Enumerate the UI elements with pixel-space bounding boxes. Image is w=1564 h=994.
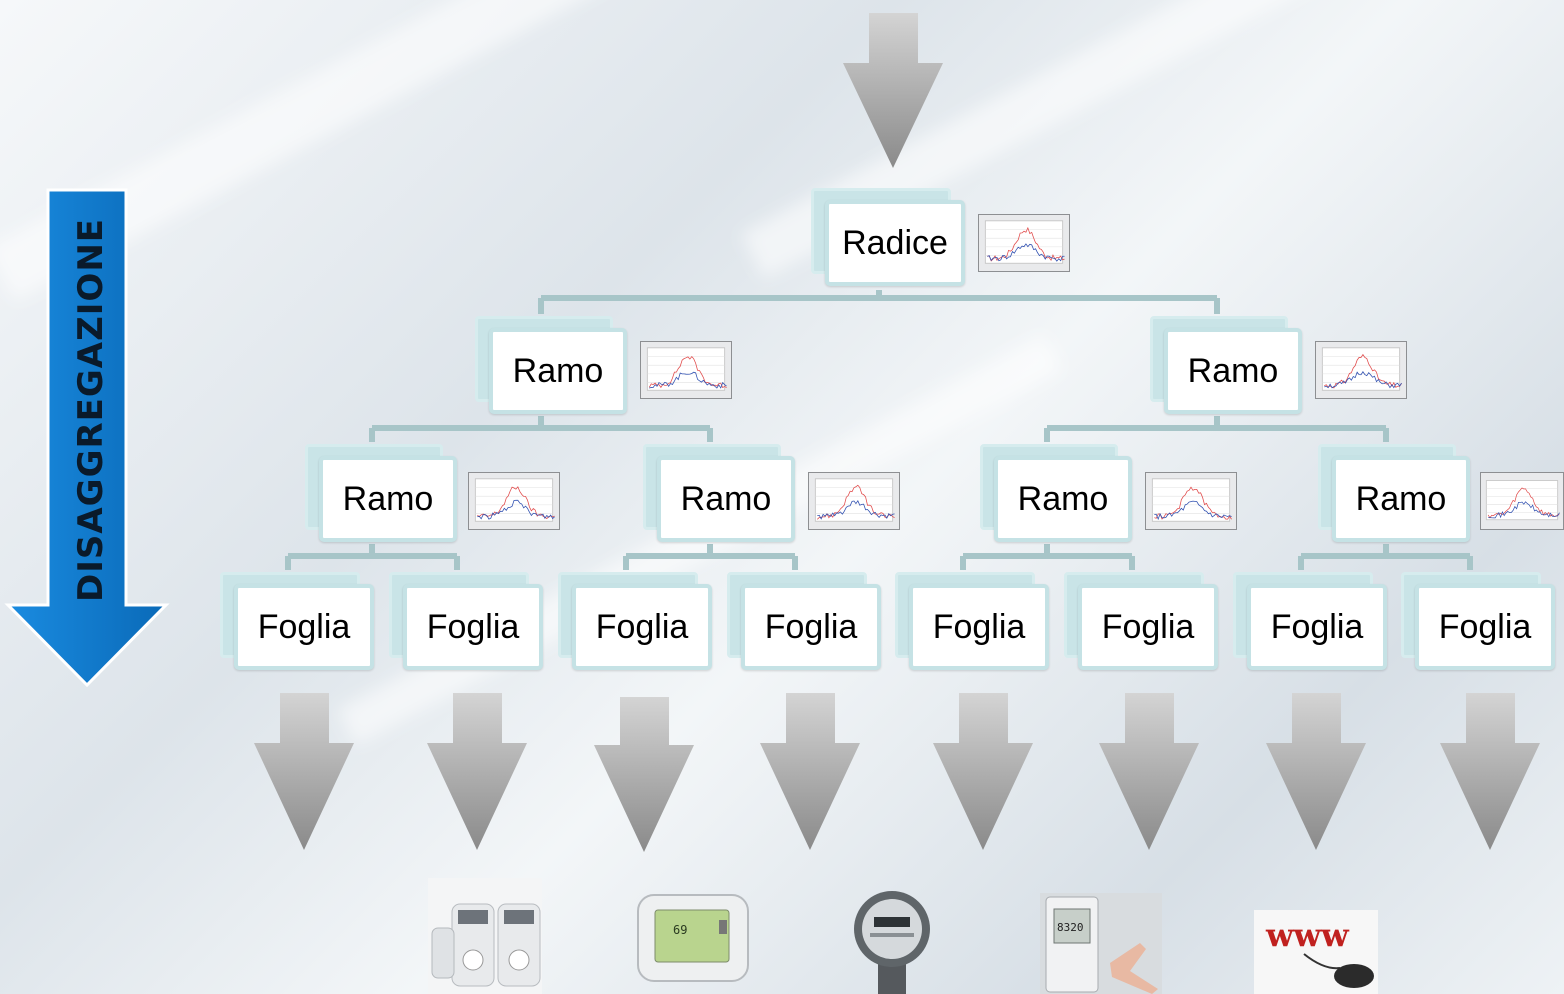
- leaf-node: Foglia: [1233, 572, 1387, 670]
- leaf-node: Foglia: [558, 572, 712, 670]
- branch-label: Ramo: [512, 351, 604, 390]
- leaf-node: Foglia: [1401, 572, 1555, 670]
- smart-plugs-icon: [428, 878, 542, 994]
- leaf-label: Foglia: [1101, 607, 1195, 646]
- leaf-node: Foglia: [1064, 572, 1218, 670]
- leaf-node: Foglia: [895, 572, 1049, 670]
- leaf-node: Foglia: [727, 572, 881, 670]
- thumbnail-series-blue: [649, 371, 727, 389]
- branch-node: Ramo: [305, 444, 457, 542]
- electric-meter-icon: [854, 891, 930, 994]
- branch-label: Ramo: [1355, 479, 1447, 518]
- load-profile-thumbnail: [1480, 472, 1564, 530]
- thermostat-readout: 69: [673, 923, 687, 937]
- load-profile-thumbnail: [1145, 472, 1237, 530]
- output-arrows: [254, 693, 1540, 852]
- www-mouse-icon: www: [1254, 910, 1378, 994]
- root-node: Radice: [811, 188, 965, 286]
- thumbnail-series-red: [1154, 486, 1232, 520]
- branch-node: Ramo: [643, 444, 795, 542]
- load-profile-thumbnail: [808, 472, 900, 530]
- leaf-label: Foglia: [1438, 607, 1532, 646]
- thumbnail-series-blue: [1488, 501, 1560, 519]
- www-text: www: [1265, 916, 1350, 954]
- leaf-node: Foglia: [220, 572, 374, 670]
- leaf-label: Foglia: [426, 607, 520, 646]
- branch-node: Ramo: [475, 316, 627, 414]
- leaf-label: Foglia: [932, 607, 1026, 646]
- branch-node: Ramo: [1318, 444, 1470, 542]
- branch-label: Ramo: [342, 479, 434, 518]
- branch-label: Ramo: [680, 479, 772, 518]
- branch-label: Ramo: [1187, 351, 1279, 390]
- thumbnail-series-blue: [1154, 500, 1232, 521]
- panel-readout: 8320: [1057, 921, 1084, 934]
- thumbnail-plot-area: [814, 478, 894, 522]
- leaf-label: Foglia: [1270, 607, 1364, 646]
- thumbnail-series-blue: [817, 500, 895, 520]
- load-profile-thumbnail: [468, 472, 560, 530]
- leaf-label: Foglia: [595, 607, 689, 646]
- thumbnail-series-blue: [987, 243, 1065, 262]
- tree-lines: [285, 290, 1473, 570]
- thumbnail-series-blue: [477, 499, 555, 520]
- input-arrow: [843, 13, 943, 168]
- thumbnail-plot-area: [646, 347, 726, 391]
- thumbnail-series-red: [1487, 487, 1560, 519]
- leaf-label: Foglia: [257, 607, 351, 646]
- thumbnail-series-red: [987, 226, 1065, 262]
- load-profile-thumbnail: [1315, 341, 1407, 399]
- root-label: Radice: [842, 223, 948, 262]
- load-profile-thumbnail: [640, 341, 732, 399]
- wall-panel-display-icon: 8320: [1040, 893, 1162, 994]
- thumbnail-series-blue: [1324, 371, 1402, 389]
- branch-label: Ramo: [1017, 479, 1109, 518]
- disaggregation-arrow: [4, 188, 170, 688]
- thumbnail-plot-area: [984, 220, 1064, 264]
- leaf-label: Foglia: [764, 607, 858, 646]
- thermostat-icon: 69: [637, 894, 749, 982]
- branch-node: Ramo: [1150, 316, 1302, 414]
- leaf-node: Foglia: [389, 572, 543, 670]
- branch-node: Ramo: [980, 444, 1132, 542]
- disaggregation-label: DISAGGREGAZIONE: [71, 217, 111, 603]
- load-profile-thumbnail: [978, 214, 1070, 272]
